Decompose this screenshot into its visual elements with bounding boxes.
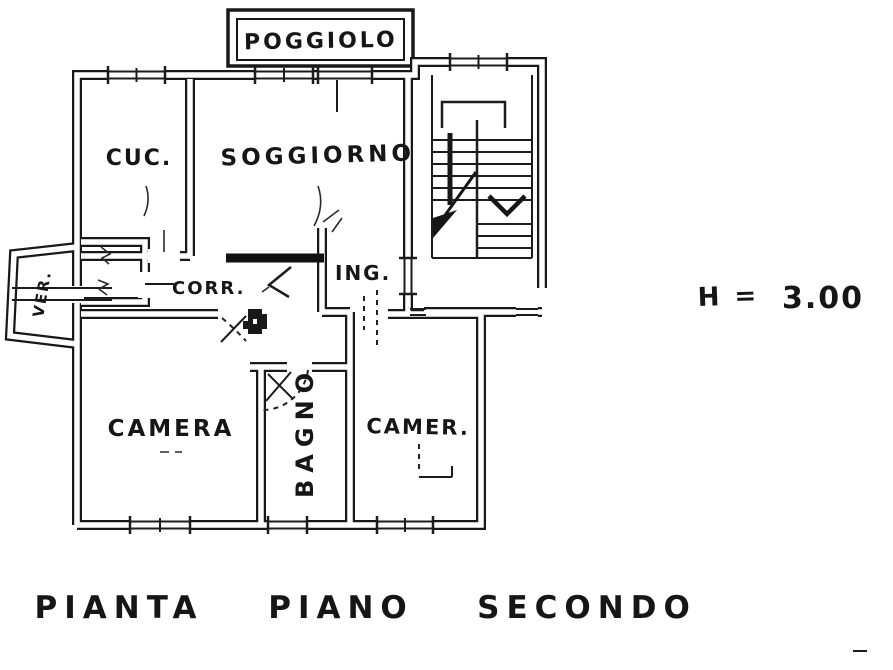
veranda-passage [12,287,112,301]
staircase [410,75,538,316]
room-label-bagno: BAGNO [291,366,319,498]
room-label-veranda: VER. [29,269,55,319]
height-annotation: H = 3.00 [697,281,864,316]
caption-word-secondo: SECONDO [477,590,697,626]
window-cameretta [375,516,435,534]
height-value: 3.00 [782,281,864,316]
caption-word-piano: PIANO [268,590,414,626]
balcony-outline [226,8,415,68]
entrance-door [399,256,417,296]
room-label-ingresso: ING. [335,261,391,285]
window-kitchen [106,66,167,84]
room-label-cucina: CUC. [106,146,173,171]
door-balcony [316,66,374,84]
room-label-corridoio: CORR. [172,278,245,299]
window-bagno [266,516,309,534]
window-balcony [253,66,315,84]
room-label-cameretta: CAMER. [366,414,470,440]
walls [4,57,547,530]
stair-arrow-left [433,210,457,238]
window-stairwell [448,53,509,71]
room-label-poggiolo: POGGIOLO [244,28,398,56]
window-camera [128,516,192,534]
windows [106,53,509,534]
stair-arrow-chevron [487,194,527,218]
caption: PIANTA PIANO SECONDO [35,590,697,626]
room-labels: POGGIOLO CUC. SOGGIORNO ING. CORR. VER. … [29,28,470,498]
door-swings-and-marks [97,80,867,652]
caption-word-pianta: PIANTA [35,590,204,626]
height-label: H = [697,281,760,313]
room-label-soggiorno: SOGGIORNO [220,140,415,171]
room-label-camera: CAMERA [108,416,235,442]
